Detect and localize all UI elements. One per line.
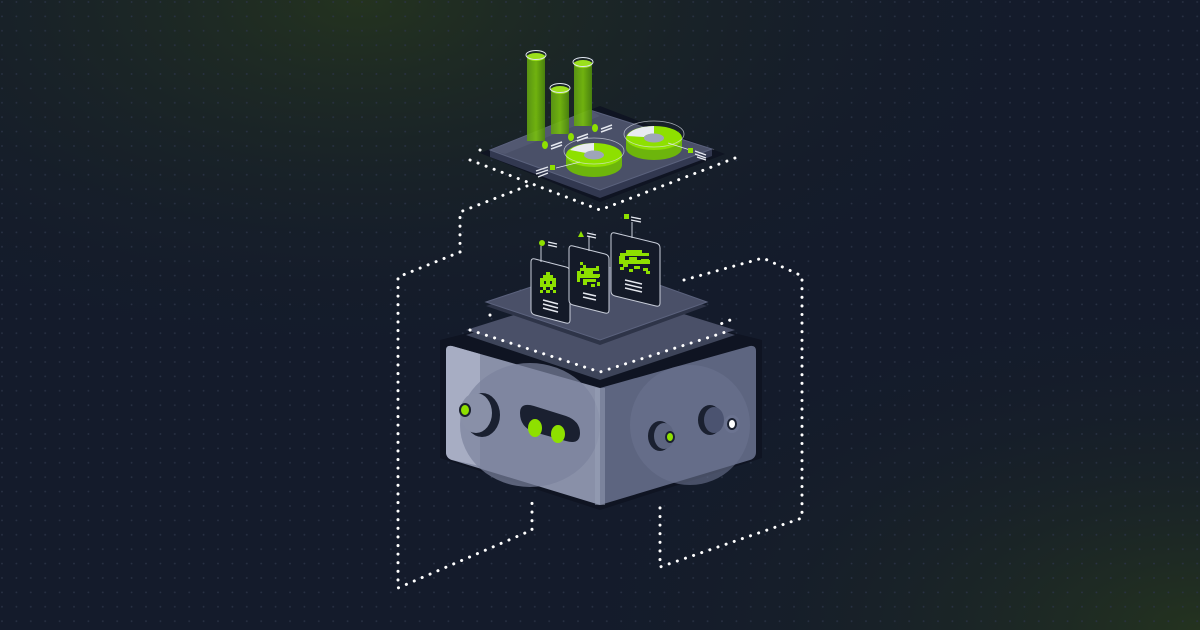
card-3 <box>610 214 661 307</box>
bar-labels <box>542 124 613 150</box>
donut-chart-1 <box>563 137 625 177</box>
robot-eyes <box>520 404 580 443</box>
knob-left <box>459 393 500 437</box>
bar-chart <box>525 50 594 141</box>
card-2 <box>568 231 610 314</box>
left-eye <box>528 419 542 437</box>
knob-right-1 <box>648 421 675 451</box>
donut-chart-2 <box>623 120 685 160</box>
invader-octopus-icon <box>619 250 650 274</box>
card-1 <box>530 240 571 324</box>
dashboard-platform <box>480 50 725 202</box>
right-eye <box>551 425 565 443</box>
knob-right-2 <box>698 405 740 435</box>
invader-crab-icon <box>577 262 600 287</box>
invader-squid-icon <box>540 272 556 293</box>
invader-cards <box>530 214 661 324</box>
donut-labels <box>535 142 707 178</box>
